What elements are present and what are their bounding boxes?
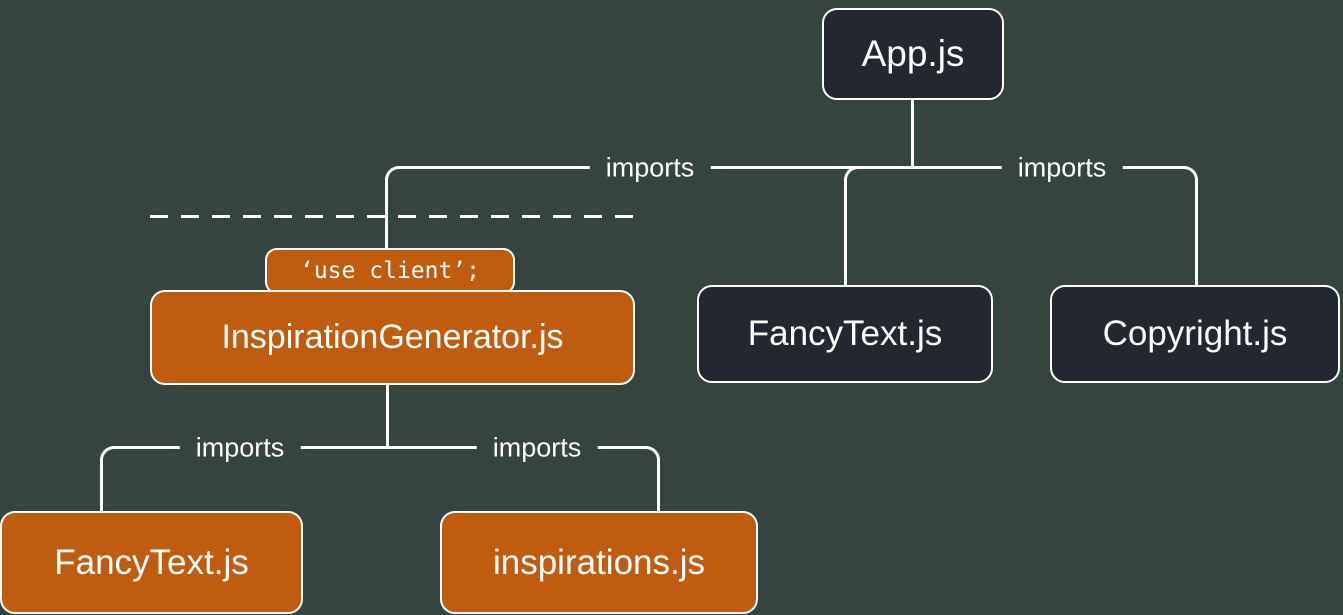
connector-drop-inspirations bbox=[657, 458, 660, 511]
node-inspiration-generator-js: InspirationGenerator.js bbox=[150, 290, 635, 385]
edge-label-imports-app-to-inspiration-generator: imports bbox=[589, 149, 711, 187]
connector-corner-to-copyright bbox=[1184, 166, 1198, 180]
connector-corner-to-fancy-text-bottom bbox=[100, 446, 114, 460]
node-inspiration-generator-js-label: InspirationGenerator.js bbox=[221, 318, 564, 356]
node-app-js-label: App.js bbox=[861, 33, 965, 74]
connector-bottom-horizontal bbox=[112, 446, 648, 449]
client-boundary-dashed-line bbox=[150, 215, 638, 218]
node-inspirations-js-label: inspirations.js bbox=[492, 542, 706, 582]
connector-corner-to-fancy-text bbox=[844, 166, 858, 180]
node-fancy-text-js-bottom-label: FancyText.js bbox=[54, 542, 249, 582]
connector-drop-fancy-text bbox=[844, 178, 847, 285]
edge-label-imports-ig-to-inspirations: imports bbox=[476, 429, 598, 467]
node-inspirations-js: inspirations.js bbox=[440, 511, 758, 614]
edge-label-imports-app-to-copyright: imports bbox=[1001, 149, 1123, 187]
node-fancy-text-js-top: FancyText.js bbox=[697, 285, 993, 383]
node-app-js: App.js bbox=[822, 8, 1004, 100]
edge-label-imports-ig-to-fancy-text: imports bbox=[179, 429, 301, 467]
node-fancy-text-js-top-label: FancyText.js bbox=[747, 314, 943, 353]
node-fancy-text-js-bottom: FancyText.js bbox=[0, 511, 303, 614]
connector-top-horizontal bbox=[397, 166, 1184, 169]
connector-drop-inspiration-generator bbox=[385, 178, 388, 250]
node-copyright-js-label: Copyright.js bbox=[1102, 314, 1288, 353]
connector-corner-to-inspirations bbox=[646, 446, 660, 460]
connector-drop-fancy-text-bottom bbox=[100, 458, 103, 511]
connector-drop-copyright bbox=[1195, 178, 1198, 285]
use-client-directive-tab: ‘use client’; bbox=[265, 248, 515, 294]
connector-app-stem bbox=[911, 100, 914, 168]
connector-inspiration-generator-stem bbox=[386, 385, 389, 449]
use-client-directive-text: ‘use client’; bbox=[299, 258, 480, 284]
connector-corner-to-inspiration-generator bbox=[385, 166, 399, 180]
node-copyright-js: Copyright.js bbox=[1050, 285, 1340, 383]
